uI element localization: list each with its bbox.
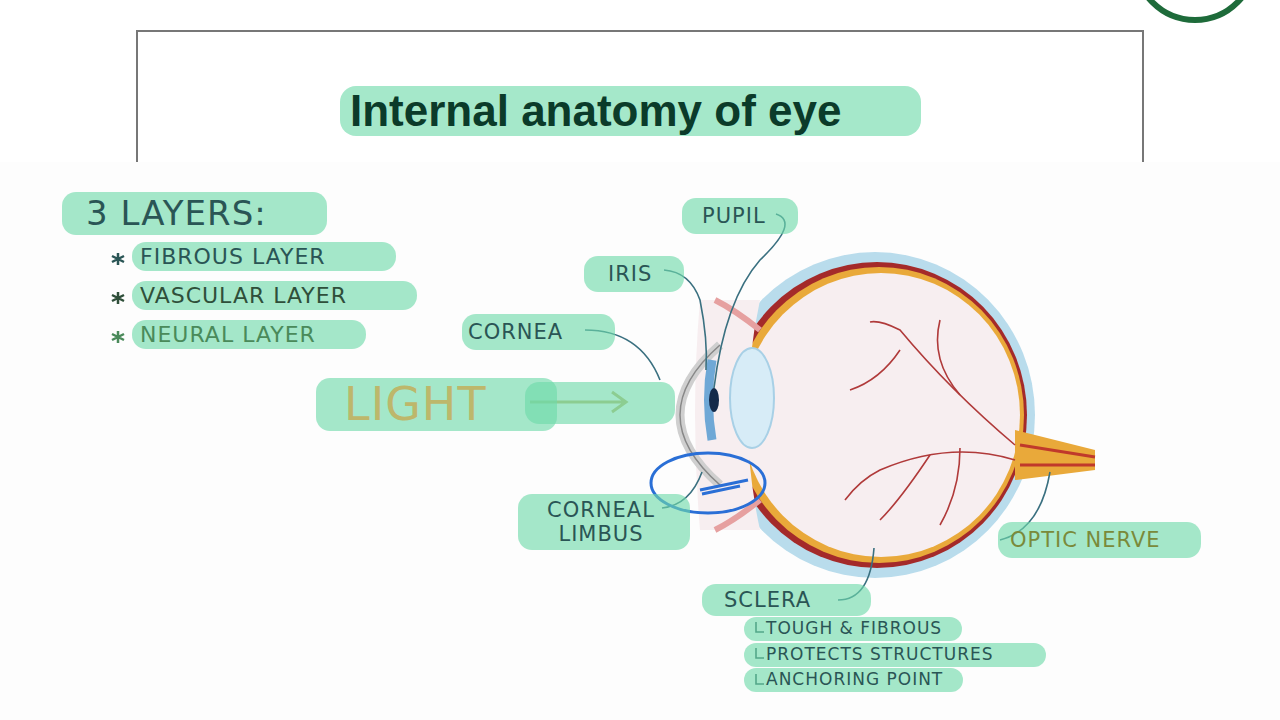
retina-layer bbox=[734, 267, 1024, 563]
part-note: PROTECTS STRUCTURES bbox=[744, 643, 1046, 667]
annotation-stroke bbox=[700, 480, 748, 494]
vessel bbox=[938, 320, 961, 395]
choroid-layer bbox=[727, 262, 1027, 568]
part-label: CORNEAL LIMBUS bbox=[518, 494, 690, 550]
part-label: OPTIC NERVE bbox=[998, 522, 1201, 558]
layer-item: VASCULAR LAYER bbox=[132, 281, 417, 310]
leader-line bbox=[714, 214, 785, 388]
section-heading: 3 LAYERS: bbox=[62, 192, 327, 235]
part-note: ANCHORING POINT bbox=[744, 668, 963, 692]
cornea-edge bbox=[680, 345, 720, 485]
blood-vessels bbox=[845, 320, 1015, 525]
pupil-shape bbox=[709, 388, 719, 412]
optic-nerve-shape bbox=[1015, 430, 1095, 480]
sclera-outer bbox=[715, 252, 1035, 578]
vessel bbox=[940, 448, 960, 525]
part-label: CORNEA bbox=[462, 314, 615, 350]
light-label: LIGHT bbox=[316, 378, 557, 431]
vessel bbox=[850, 350, 900, 390]
logo-mark bbox=[1135, 0, 1255, 20]
lens-shape bbox=[730, 348, 774, 448]
bullet-star bbox=[112, 331, 124, 343]
part-label: IRIS bbox=[584, 256, 684, 292]
title-frame bbox=[137, 31, 1143, 162]
image-panel bbox=[0, 162, 1280, 720]
bullet-star bbox=[112, 253, 124, 265]
vessel bbox=[870, 322, 1015, 445]
part-label: PUPIL bbox=[682, 198, 798, 234]
vessel bbox=[845, 452, 1015, 500]
part-note: TOUGH & FIBROUS bbox=[744, 617, 962, 641]
vessel bbox=[880, 455, 930, 520]
bullet-star bbox=[112, 292, 124, 304]
layer-item: NEURAL LAYER bbox=[132, 320, 366, 349]
cornea-shape bbox=[680, 345, 720, 485]
bullet-stars bbox=[112, 253, 124, 343]
leader-lines bbox=[585, 214, 1050, 684]
optic-vessels bbox=[1020, 445, 1095, 465]
layer-item: FIBROUS LAYER bbox=[132, 242, 396, 271]
vitreous-body bbox=[742, 273, 1020, 557]
slide-title: Internal anatomy of eye bbox=[340, 86, 921, 136]
part-label: SCLERA bbox=[702, 584, 871, 616]
